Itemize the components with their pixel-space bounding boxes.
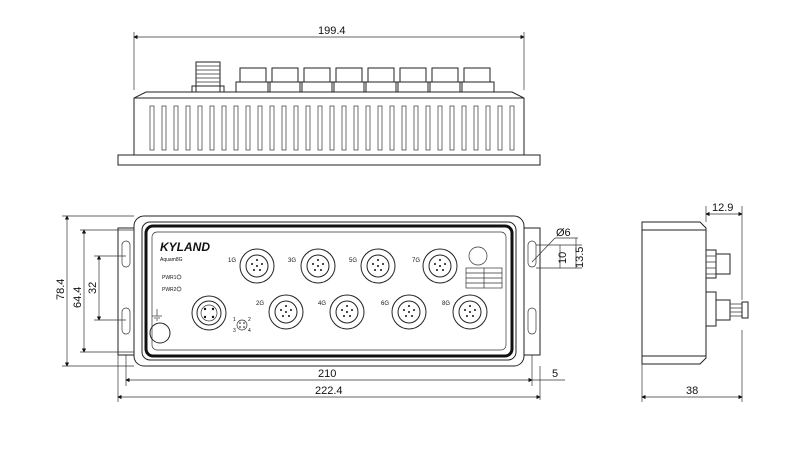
dim-front-width-total: 222.4 [315, 385, 343, 397]
dim-mount-spacing: 32 [87, 282, 99, 294]
svg-text:5G: 5G [349, 258, 357, 264]
mount-slot-left-bottom [121, 307, 131, 335]
dim-ear-offset: 5 [552, 368, 558, 380]
console-pinout: 1 2 3 4 [233, 317, 251, 334]
console-port [191, 295, 227, 331]
mount-slot-right-bottom [527, 307, 537, 335]
ground-icon [152, 309, 162, 321]
dim-hole-diameter: Ø6 [556, 227, 571, 239]
svg-text:8G: 8G [442, 301, 450, 307]
svg-text:1G: 1G [228, 258, 236, 264]
side-view: 12.9 38 [641, 202, 749, 402]
top-view: 199.4 [117, 25, 541, 166]
dim-side-depth: 38 [686, 385, 698, 397]
port-5g: 5G [349, 248, 396, 284]
dim-hole-h2: 13.5 [574, 247, 586, 268]
led-pwr2-label: PWR2 [162, 287, 177, 293]
heat-sink-fins [149, 105, 515, 151]
dim-side-top: 12.9 [712, 202, 733, 214]
port-2g: 2G [256, 294, 304, 330]
svg-text:2G: 2G [256, 301, 264, 307]
dim-front-width-inner: 210 [318, 368, 336, 380]
brand-logo: KYLAND [160, 240, 210, 254]
model-name: Aquam8G [160, 257, 183, 263]
svg-text:3G: 3G [288, 258, 296, 264]
svg-text:6G: 6G [381, 301, 389, 307]
pinout-legend [465, 246, 503, 289]
port-7g: 7G [412, 248, 458, 284]
mount-slot-right-top [527, 240, 537, 268]
svg-text:7G: 7G [412, 258, 420, 264]
dim-top-width: 199.4 [318, 25, 346, 37]
led-pwr1-label: PWR1 [162, 275, 177, 281]
ground-terminal [149, 322, 171, 344]
side-port-connectors [705, 249, 749, 327]
port-6g: 6G [381, 294, 427, 330]
svg-text:1: 1 [233, 317, 236, 323]
led-pwr2 [176, 286, 182, 292]
dim-front-height-total: 78.4 [55, 279, 67, 300]
top-console-connector [191, 61, 225, 93]
front-dimensions: 78.4 64.4 32 210 5 222.4 Ø6 10 13.5 [55, 215, 586, 402]
dim-hole-h1: 10 [557, 252, 569, 264]
svg-text:4: 4 [248, 328, 251, 334]
dim-front-height-inner: 64.4 [72, 287, 84, 308]
port-8g: 8G [442, 294, 488, 330]
port-1g: 1G [228, 248, 275, 284]
top-port-caps [235, 67, 495, 93]
front-view: KYLAND Aquam8G PWR1 PWR2 [117, 215, 541, 367]
led-pwr1 [176, 274, 182, 280]
mount-slot-left-top [121, 240, 131, 268]
svg-text:4G: 4G [318, 301, 326, 307]
port-3g: 3G [288, 248, 336, 284]
port-4g: 4G [318, 294, 365, 330]
svg-text:2: 2 [248, 317, 251, 323]
svg-text:3: 3 [233, 328, 236, 334]
